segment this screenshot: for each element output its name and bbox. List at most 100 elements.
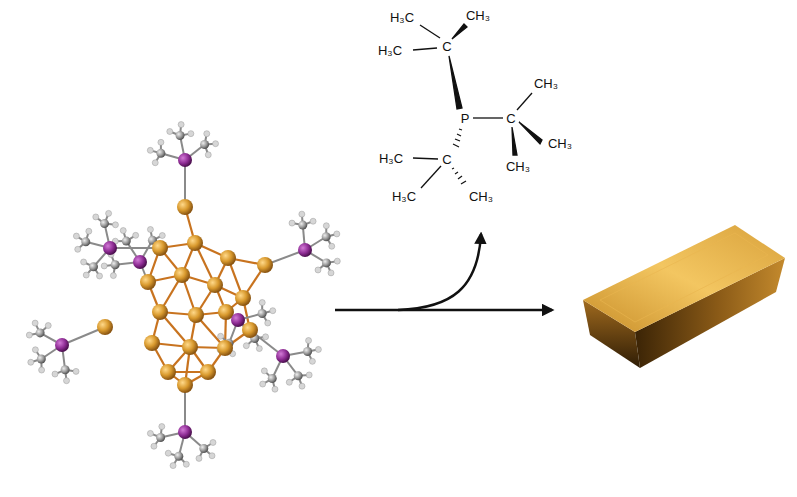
carbon-label: C [442,40,451,53]
hydrogen-atom [196,455,202,461]
hydrogen-atom [299,211,305,217]
carbon-atom [200,140,209,149]
carbon-label: C [442,153,451,166]
carbon-atom [298,221,307,230]
gold-atom [177,199,193,215]
hydrogen-atom [133,232,139,238]
hydrogen-atom [256,346,262,352]
hydrogen-atom [159,233,165,239]
phosphorus-atom [298,243,312,257]
hydrogen-atom [265,320,271,326]
methyl-label: H₃C [379,152,403,165]
carbon-atom [322,232,331,241]
carbon-atom [268,374,277,383]
methyl-label: CH₃ [506,160,530,173]
hydrogen-atom [213,141,219,147]
hydrogen-atom [159,424,165,430]
gold-atom [187,235,203,251]
hydrogen-atom [334,231,340,237]
hydrogen-atom [205,152,211,158]
hydrogen-atom [289,220,295,226]
hydrogen-atom [165,450,171,456]
carbon-atom [81,237,90,246]
gold-atom [144,335,160,351]
gold-atom [174,267,190,283]
hydrogen-atom [329,243,335,249]
gold-atom [182,339,198,355]
methyl-label: CH₃ [548,137,572,150]
phosphorus-label: P [461,112,470,125]
hydrogen-atom [39,367,45,373]
hydrogen-atom [315,346,321,352]
hydrogen-atom [26,332,32,338]
hydrogen-atom [110,273,116,279]
phosphorus-atom [178,153,192,167]
phosphorus-atom [231,313,245,327]
hydrogen-atom [218,333,224,339]
hydrogen-atom [178,122,184,128]
hydrogen-atom [306,338,312,344]
methyl-label: CH₃ [469,190,493,203]
gold-atom [220,250,236,266]
hydrogen-atom [261,368,267,374]
carbon-atom [156,149,165,158]
hydrogen-atom [334,258,340,264]
hydrogen-atom [260,381,266,387]
hydrogen-atom [286,379,292,385]
phosphorus-atom [276,349,290,363]
carbon-atom [89,262,98,271]
reaction-arrow [335,309,552,312]
carbon-atom [258,309,267,318]
hydrogen-atom [209,453,215,459]
hydrogen-atom [147,147,153,153]
hydrogen-atom [204,131,210,137]
hydrogen-atom [45,323,51,329]
gold-atom [160,364,176,380]
hydrogen-atom [272,386,278,392]
gold-atom [207,277,223,293]
hydrogen-atom [81,259,87,265]
hydrogen-atom [158,139,164,145]
gold-atom [200,364,216,380]
gold-atom [140,274,156,290]
gold-atom [188,307,204,323]
hydrogen-atom [28,359,34,365]
gold-atom [97,319,113,335]
hydrogen-atom [97,273,103,279]
gold-atom [152,304,168,320]
branch-arrow [398,234,481,310]
hydrogen-atom [75,246,81,252]
hydrogen-atom [306,372,312,378]
carbon-atom [176,131,185,140]
carbon-atom [111,260,120,269]
gold-atom [217,340,233,356]
hydrogen-atom [188,131,194,137]
hydrogen-atom [52,371,58,377]
hydrogen-atom [328,270,334,276]
methyl-label: CH₃ [534,77,558,90]
carbon-atom [303,347,312,356]
methyl-label: H₃C [390,11,414,24]
gold-atom [242,322,258,338]
gold-atom [257,257,273,273]
hydrogen-atom [270,308,276,314]
phosphorus-atom [178,425,192,439]
hydrogen-atom [210,439,216,445]
gold-atom [235,290,251,306]
hydrogen-atom [73,233,79,239]
hydrogen-atom [73,368,79,374]
carbon-atom [36,328,45,337]
hydrogen-atom [309,358,315,364]
carbon-label: C [506,112,515,125]
carbon-atom [174,452,183,461]
hydrogen-atom [310,218,316,224]
hydrogen-atom [151,443,157,449]
carbon-atom [37,355,46,364]
structure-bonds [413,24,542,188]
carbon-atom [294,371,303,380]
hydrogen-atom [259,300,265,306]
gold-atom [177,377,193,393]
hydrogen-atom [120,228,126,234]
carbon-atom [61,365,70,374]
